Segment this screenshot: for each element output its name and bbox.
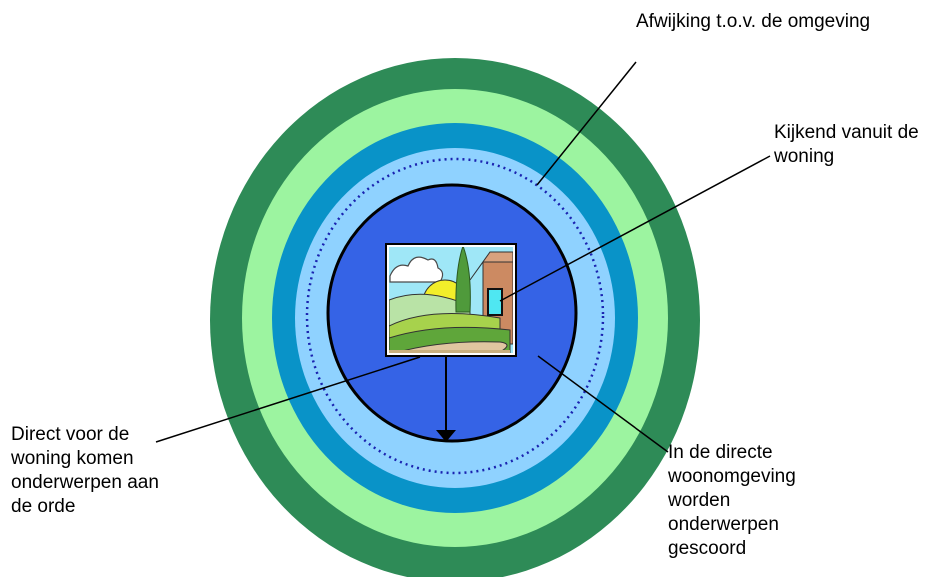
label-deviation: Afwijking t.o.v. de omgeving [636, 10, 870, 34]
label-line: woning komen [11, 447, 159, 471]
label-directly-in-front: Direct voor de woning komen onderwerpen … [11, 423, 159, 519]
label-line: de orde [11, 495, 159, 519]
label-line: woning [774, 145, 919, 169]
label-immediate-surroundings: In de directe woonomgeving worden onderw… [668, 441, 796, 561]
label-line: gescoord [668, 537, 796, 561]
label-line: Kijkend vanuit de [774, 121, 919, 145]
label-line: onderwerpen aan [11, 471, 159, 495]
house-landscape-icon [386, 244, 516, 356]
label-looking-from-home: Kijkend vanuit de woning [774, 121, 919, 169]
label-line: Afwijking t.o.v. de omgeving [636, 10, 870, 34]
label-line: worden [668, 489, 796, 513]
label-line: onderwerpen [668, 513, 796, 537]
label-line: woonomgeving [668, 465, 796, 489]
label-line: Direct voor de [11, 423, 159, 447]
label-line: In de directe [668, 441, 796, 465]
